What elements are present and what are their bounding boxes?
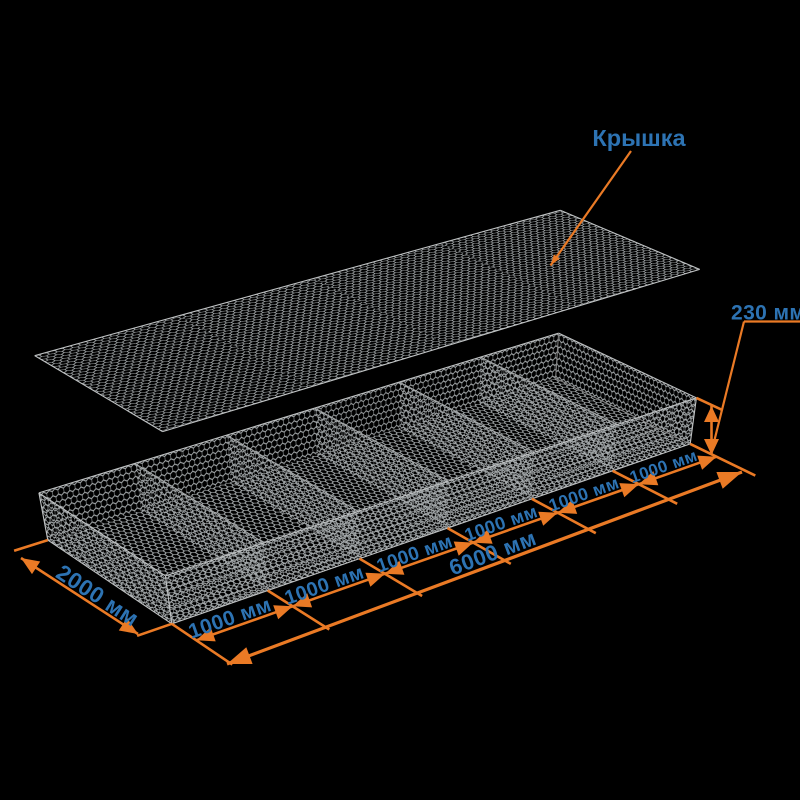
svg-text:Крышка: Крышка: [592, 125, 686, 151]
svg-text:230 мм: 230 мм: [731, 302, 800, 325]
